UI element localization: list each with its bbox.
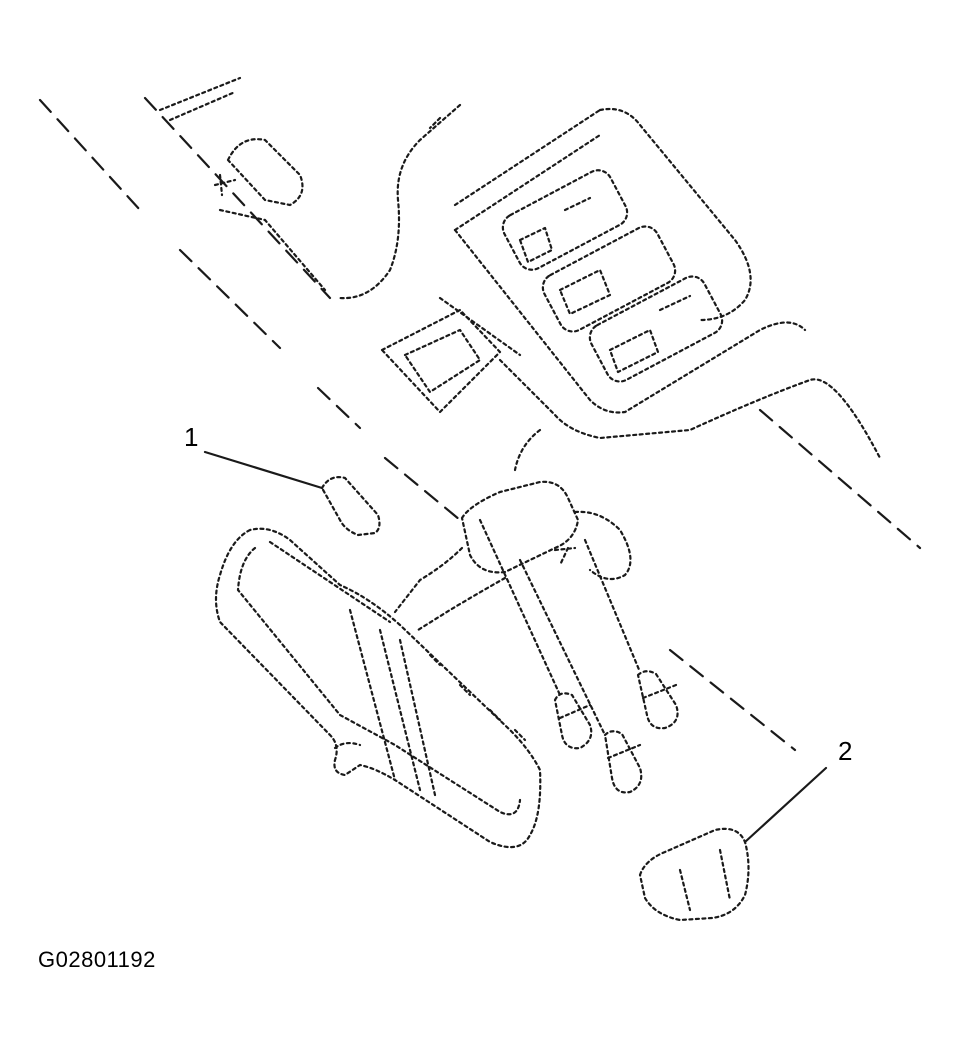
callout-1-label: 1 [184,422,198,452]
figure-id: G02801192 [38,947,156,972]
rearview-mirror [214,527,542,849]
mirror-arm [393,546,507,632]
screw-1-icon [478,518,593,750]
callout-2: 2 [743,736,852,844]
callout-2-label: 2 [838,736,852,766]
mirror-mount-base [460,480,632,581]
mounting-screws [478,518,679,794]
bulb-part [320,476,381,537]
callout-1: 1 [184,422,324,490]
screw-3-icon [583,538,679,730]
lens-cover-part [638,827,750,922]
screw-2-icon [518,558,643,794]
headliner-outline [38,76,922,752]
overhead-console [213,103,882,472]
